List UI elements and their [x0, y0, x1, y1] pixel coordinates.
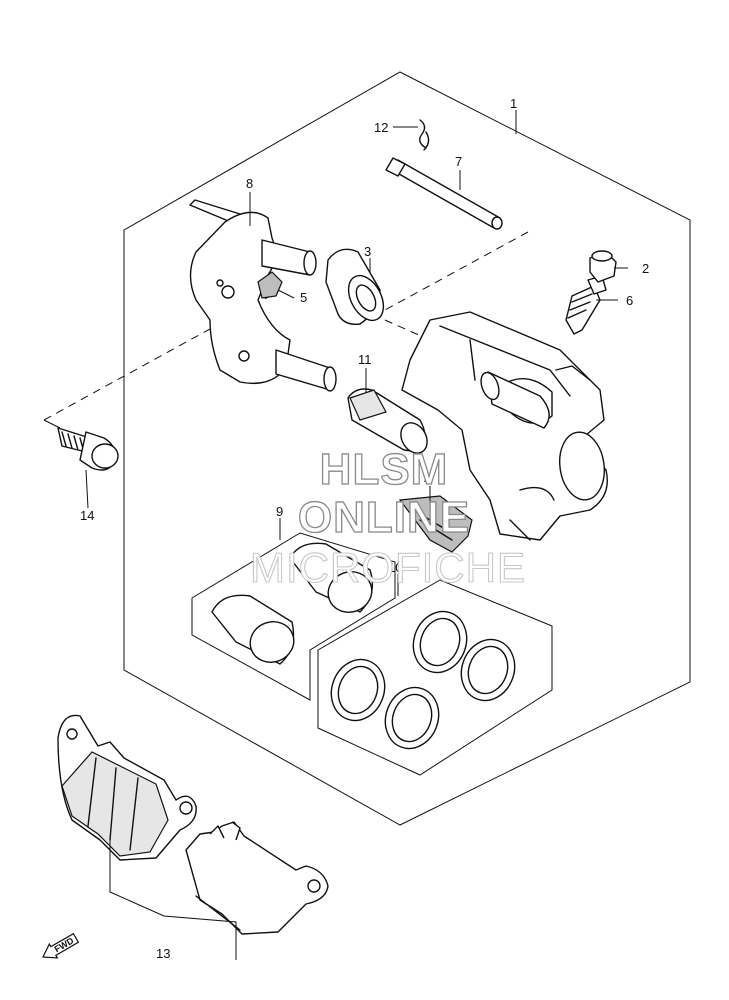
seal-kit-outline — [317, 579, 553, 776]
callout-10: 10 — [388, 560, 402, 575]
watermark-line-3: MICROFICHE — [250, 544, 526, 591]
piston-b-part — [211, 594, 295, 665]
callout-leaders — [85, 110, 628, 960]
forward-direction-badge: FWD — [42, 932, 80, 959]
brake-pad-b-part — [185, 821, 329, 935]
pin-boot-part — [347, 388, 428, 454]
brake-pad-a-part — [57, 714, 197, 861]
bleeder-cap-part — [589, 250, 617, 283]
bleeder-screw-part — [565, 275, 607, 335]
watermark-line-2: ONLINE — [298, 493, 470, 542]
dust-boot-part — [325, 248, 385, 325]
piston-a-part — [289, 542, 374, 613]
callout-5: 5 — [300, 290, 307, 305]
piston-seal-a-part — [412, 610, 468, 674]
callout-11: 11 — [358, 352, 372, 367]
piston-seal-b-part — [460, 638, 516, 702]
caliper-body-part — [401, 311, 608, 541]
callout-1: 1 — [510, 96, 517, 111]
watermark: HLSM ONLINE MICROFICHE — [249, 444, 526, 591]
callout-13: 13 — [156, 946, 170, 961]
mounting-bolt-part — [57, 427, 119, 471]
callout-2: 2 — [642, 261, 649, 276]
watermark-line-1: HLSM — [320, 445, 449, 494]
callout-9: 9 — [276, 504, 283, 519]
bracket-spring-part — [257, 271, 283, 299]
callout-7: 7 — [455, 154, 462, 169]
caliper-assembly-outline — [123, 71, 691, 826]
clip-part — [419, 119, 430, 151]
callout-3: 3 — [364, 244, 371, 259]
callout-4: 4 — [424, 472, 431, 487]
callout-6: 6 — [626, 293, 633, 308]
callout-12: 12 — [374, 120, 388, 135]
pad-pin-part — [385, 157, 503, 230]
piston-kit-outline — [191, 532, 396, 701]
pad-spring-part — [398, 495, 473, 553]
piston-seal-d-part — [384, 686, 440, 750]
callout-8: 8 — [246, 176, 253, 191]
piston-seal-c-part — [330, 658, 386, 722]
caliper-bracket-part — [189, 199, 337, 392]
callout-14: 14 — [80, 508, 94, 523]
